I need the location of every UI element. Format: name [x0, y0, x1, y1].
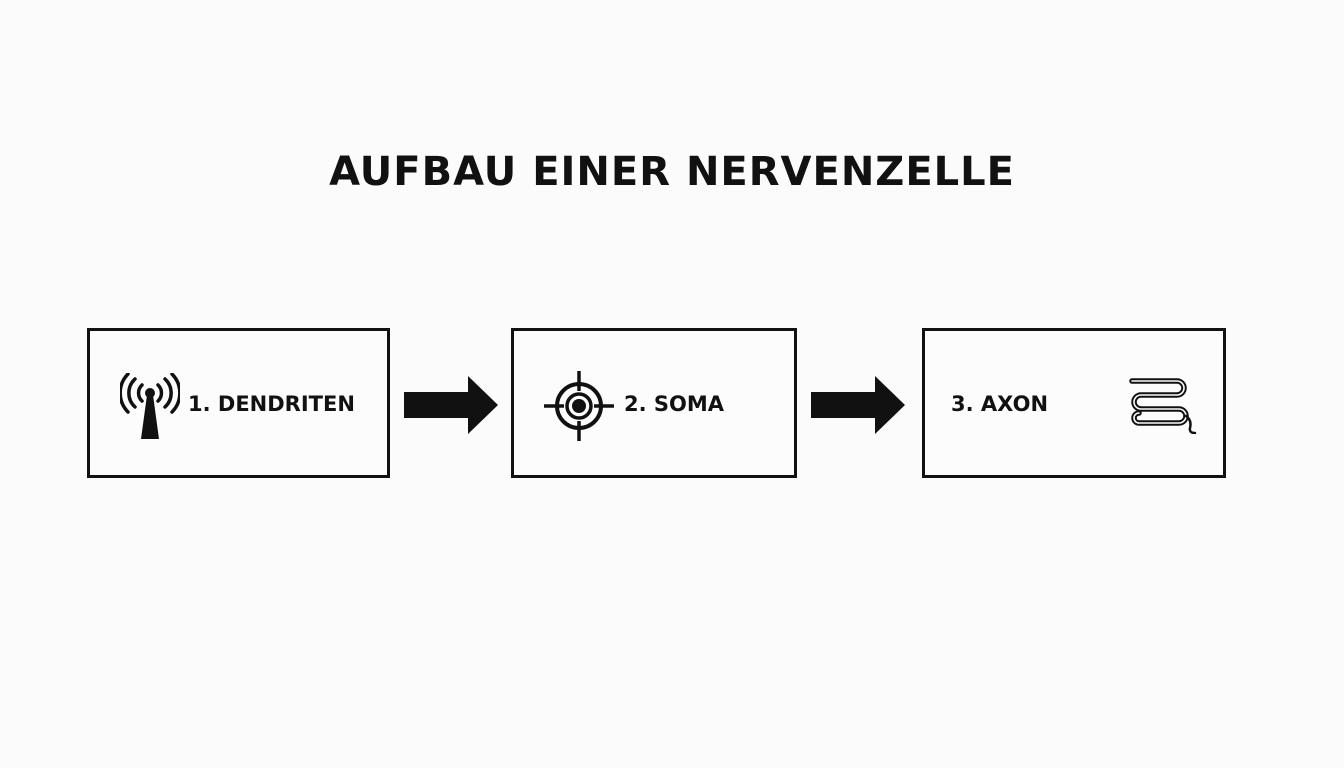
winding-path-icon: [1129, 378, 1197, 434]
step-label-dendriten: 1. DENDRITEN: [188, 392, 355, 416]
antenna-icon: [120, 373, 180, 439]
arrow-right-icon: [811, 376, 905, 434]
step-label-axon: 3. AXON: [951, 392, 1049, 416]
arrow-right-icon: [404, 376, 498, 434]
step-box-axon: 3. AXON: [922, 328, 1226, 478]
crosshair-target-icon: [544, 371, 614, 441]
step-box-soma: 2. SOMA: [511, 328, 797, 478]
diagram-title: AUFBAU EINER NERVENZELLE: [329, 149, 1015, 195]
step-label-soma: 2. SOMA: [624, 392, 725, 416]
step-box-dendriten: 1. DENDRITEN: [87, 328, 390, 478]
